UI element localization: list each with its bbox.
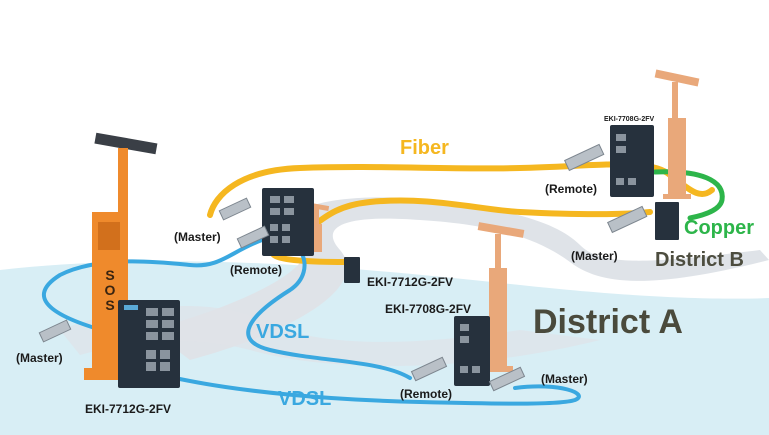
sfp-label-upper-remote: (Remote) xyxy=(230,263,283,277)
sos-pillar xyxy=(668,118,686,196)
sfp-module xyxy=(38,319,72,343)
switch-upper xyxy=(262,188,314,256)
sfp-modules xyxy=(38,143,648,392)
sfp-module xyxy=(488,366,526,392)
device-label-district-a-switch: EKI-7708G-2FV xyxy=(385,302,472,316)
sfp-label-b-master: (Master) xyxy=(571,249,618,263)
vdsl-cable-lower xyxy=(173,376,581,406)
vdsl-label-upper: VDSL xyxy=(256,321,310,343)
sfp-label-left-master: (Master) xyxy=(16,351,63,365)
sos-pillar xyxy=(489,268,507,368)
vdsl-label-lower: VDSL xyxy=(278,388,332,410)
device-label-mid-switch: EKI-7712G-2FV xyxy=(367,275,454,289)
sfp-module xyxy=(564,143,605,172)
sos-letter: O xyxy=(104,282,116,298)
sos-letter: S xyxy=(105,267,115,283)
fiber-label: Fiber xyxy=(400,137,449,159)
sfp-label-a-master: (Master) xyxy=(541,372,588,386)
switch-eki-7708g-district-b xyxy=(610,125,654,197)
switch-eki-7712g-mid xyxy=(344,257,360,283)
solar-panel xyxy=(94,132,158,155)
sfp-module xyxy=(410,356,448,382)
district-a-label: District A xyxy=(533,303,683,341)
device-label-main-switch: EKI-7712G-2FV xyxy=(85,402,172,416)
copper-label: Copper xyxy=(684,217,754,239)
sfp-module xyxy=(607,205,648,234)
switch-district-b-small xyxy=(655,202,679,240)
switch-eki-7708g-district-a xyxy=(454,316,490,386)
device-label-district-b-switch: EKI-7708G-2FV xyxy=(604,116,655,123)
solar-panel xyxy=(477,222,525,238)
switch-eki-7712g-main xyxy=(118,300,180,388)
sos-label-main: S O S xyxy=(103,268,117,313)
call-panel xyxy=(98,222,120,250)
sfp-module xyxy=(218,197,252,221)
sfp-module xyxy=(236,225,270,249)
pole-district-b xyxy=(654,69,700,199)
sfp-label-b-remote: (Remote) xyxy=(545,182,598,196)
sfp-label-a-remote: (Remote) xyxy=(400,387,453,401)
copper-cable xyxy=(652,169,725,221)
sos-letter: S xyxy=(105,297,115,313)
pole-district-a xyxy=(477,222,525,372)
district-b-label: District B xyxy=(655,249,744,271)
solar-panel xyxy=(654,69,700,87)
sfp-label-upper-master: (Master) xyxy=(174,230,221,244)
sos-pole-main xyxy=(84,132,158,380)
